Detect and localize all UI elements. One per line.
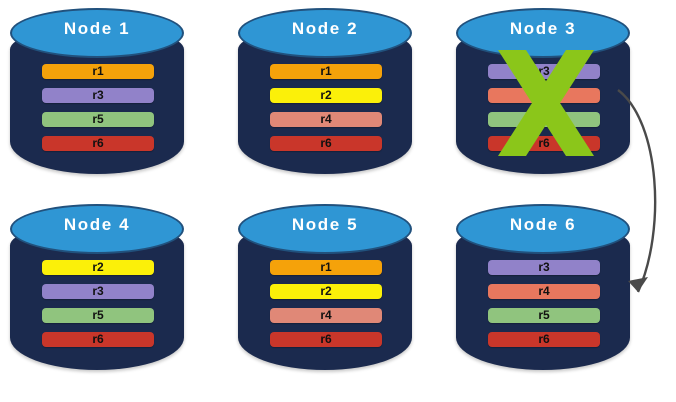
node-2-replica-r1[interactable]: r1 [270, 64, 382, 79]
node-3-replica-r5[interactable]: r5 [488, 112, 600, 127]
node-4-replica-r5[interactable]: r5 [42, 308, 154, 323]
node-1-replica-r5[interactable]: r5 [42, 112, 154, 127]
node-6-replica-r3[interactable]: r3 [488, 260, 600, 275]
node-4-replica-r3[interactable]: r3 [42, 284, 154, 299]
node-5-replica-r6[interactable]: r6 [270, 332, 382, 347]
node-3-label: Node 3 [509, 19, 577, 38]
node-1[interactable]: Node 1 r1 r3 r5 r6 [4, 4, 190, 186]
node-1-cylinder-top [10, 8, 184, 58]
node-3-replica-r3[interactable]: r3 [488, 64, 600, 79]
node-5-cylinder-top [238, 204, 412, 254]
node-4-replica-list: r2 r3 r5 r6 [42, 260, 154, 356]
node-3[interactable]: Node 3 r3 r4 r5 r6 [450, 4, 636, 186]
node-1-replica-r1[interactable]: r1 [42, 64, 154, 79]
node-5-replica-r2[interactable]: r2 [270, 284, 382, 299]
node-1-replica-r6[interactable]: r6 [42, 136, 154, 151]
node-2-replica-list: r1 r2 r4 r6 [270, 64, 382, 160]
node-5-replica-r4[interactable]: r4 [270, 308, 382, 323]
node-6-replica-r6[interactable]: r6 [488, 332, 600, 347]
node-3-replica-r4[interactable]: r4 [488, 88, 600, 103]
node-3-replica-list: r3 r4 r5 r6 [488, 64, 600, 160]
node-5-replica-r1[interactable]: r1 [270, 260, 382, 275]
node-2-replica-r6[interactable]: r6 [270, 136, 382, 151]
node-4-cylinder-top [10, 204, 184, 254]
node-4[interactable]: Node 4 r2 r3 r5 r6 [4, 200, 190, 382]
node-1-label: Node 1 [63, 19, 131, 38]
node-3-replica-r6[interactable]: r6 [488, 136, 600, 151]
node-2[interactable]: Node 2 r1 r2 r4 r6 [232, 4, 418, 186]
node-1-replica-r3[interactable]: r3 [42, 88, 154, 103]
node-4-label: Node 4 [63, 215, 131, 234]
node-4-replica-r2[interactable]: r2 [42, 260, 154, 275]
node-6-cylinder-top [456, 204, 630, 254]
node-6-replica-list: r3 r4 r5 r6 [488, 260, 600, 356]
node-2-cylinder-top [238, 8, 412, 58]
node-6[interactable]: Node 6 r3 r4 r5 r6 [450, 200, 636, 382]
node-6-replica-r4[interactable]: r4 [488, 284, 600, 299]
node-6-replica-r5[interactable]: r5 [488, 308, 600, 323]
node-6-label: Node 6 [509, 215, 577, 234]
node-5[interactable]: Node 5 r1 r2 r4 r6 [232, 200, 418, 382]
node-2-replica-r2[interactable]: r2 [270, 88, 382, 103]
node-4-replica-r6[interactable]: r6 [42, 332, 154, 347]
node-5-label: Node 5 [291, 215, 359, 234]
node-5-replica-list: r1 r2 r4 r6 [270, 260, 382, 356]
node-2-label: Node 2 [291, 19, 359, 38]
node-1-replica-list: r1 r3 r5 r6 [42, 64, 154, 160]
node-2-replica-r4[interactable]: r4 [270, 112, 382, 127]
